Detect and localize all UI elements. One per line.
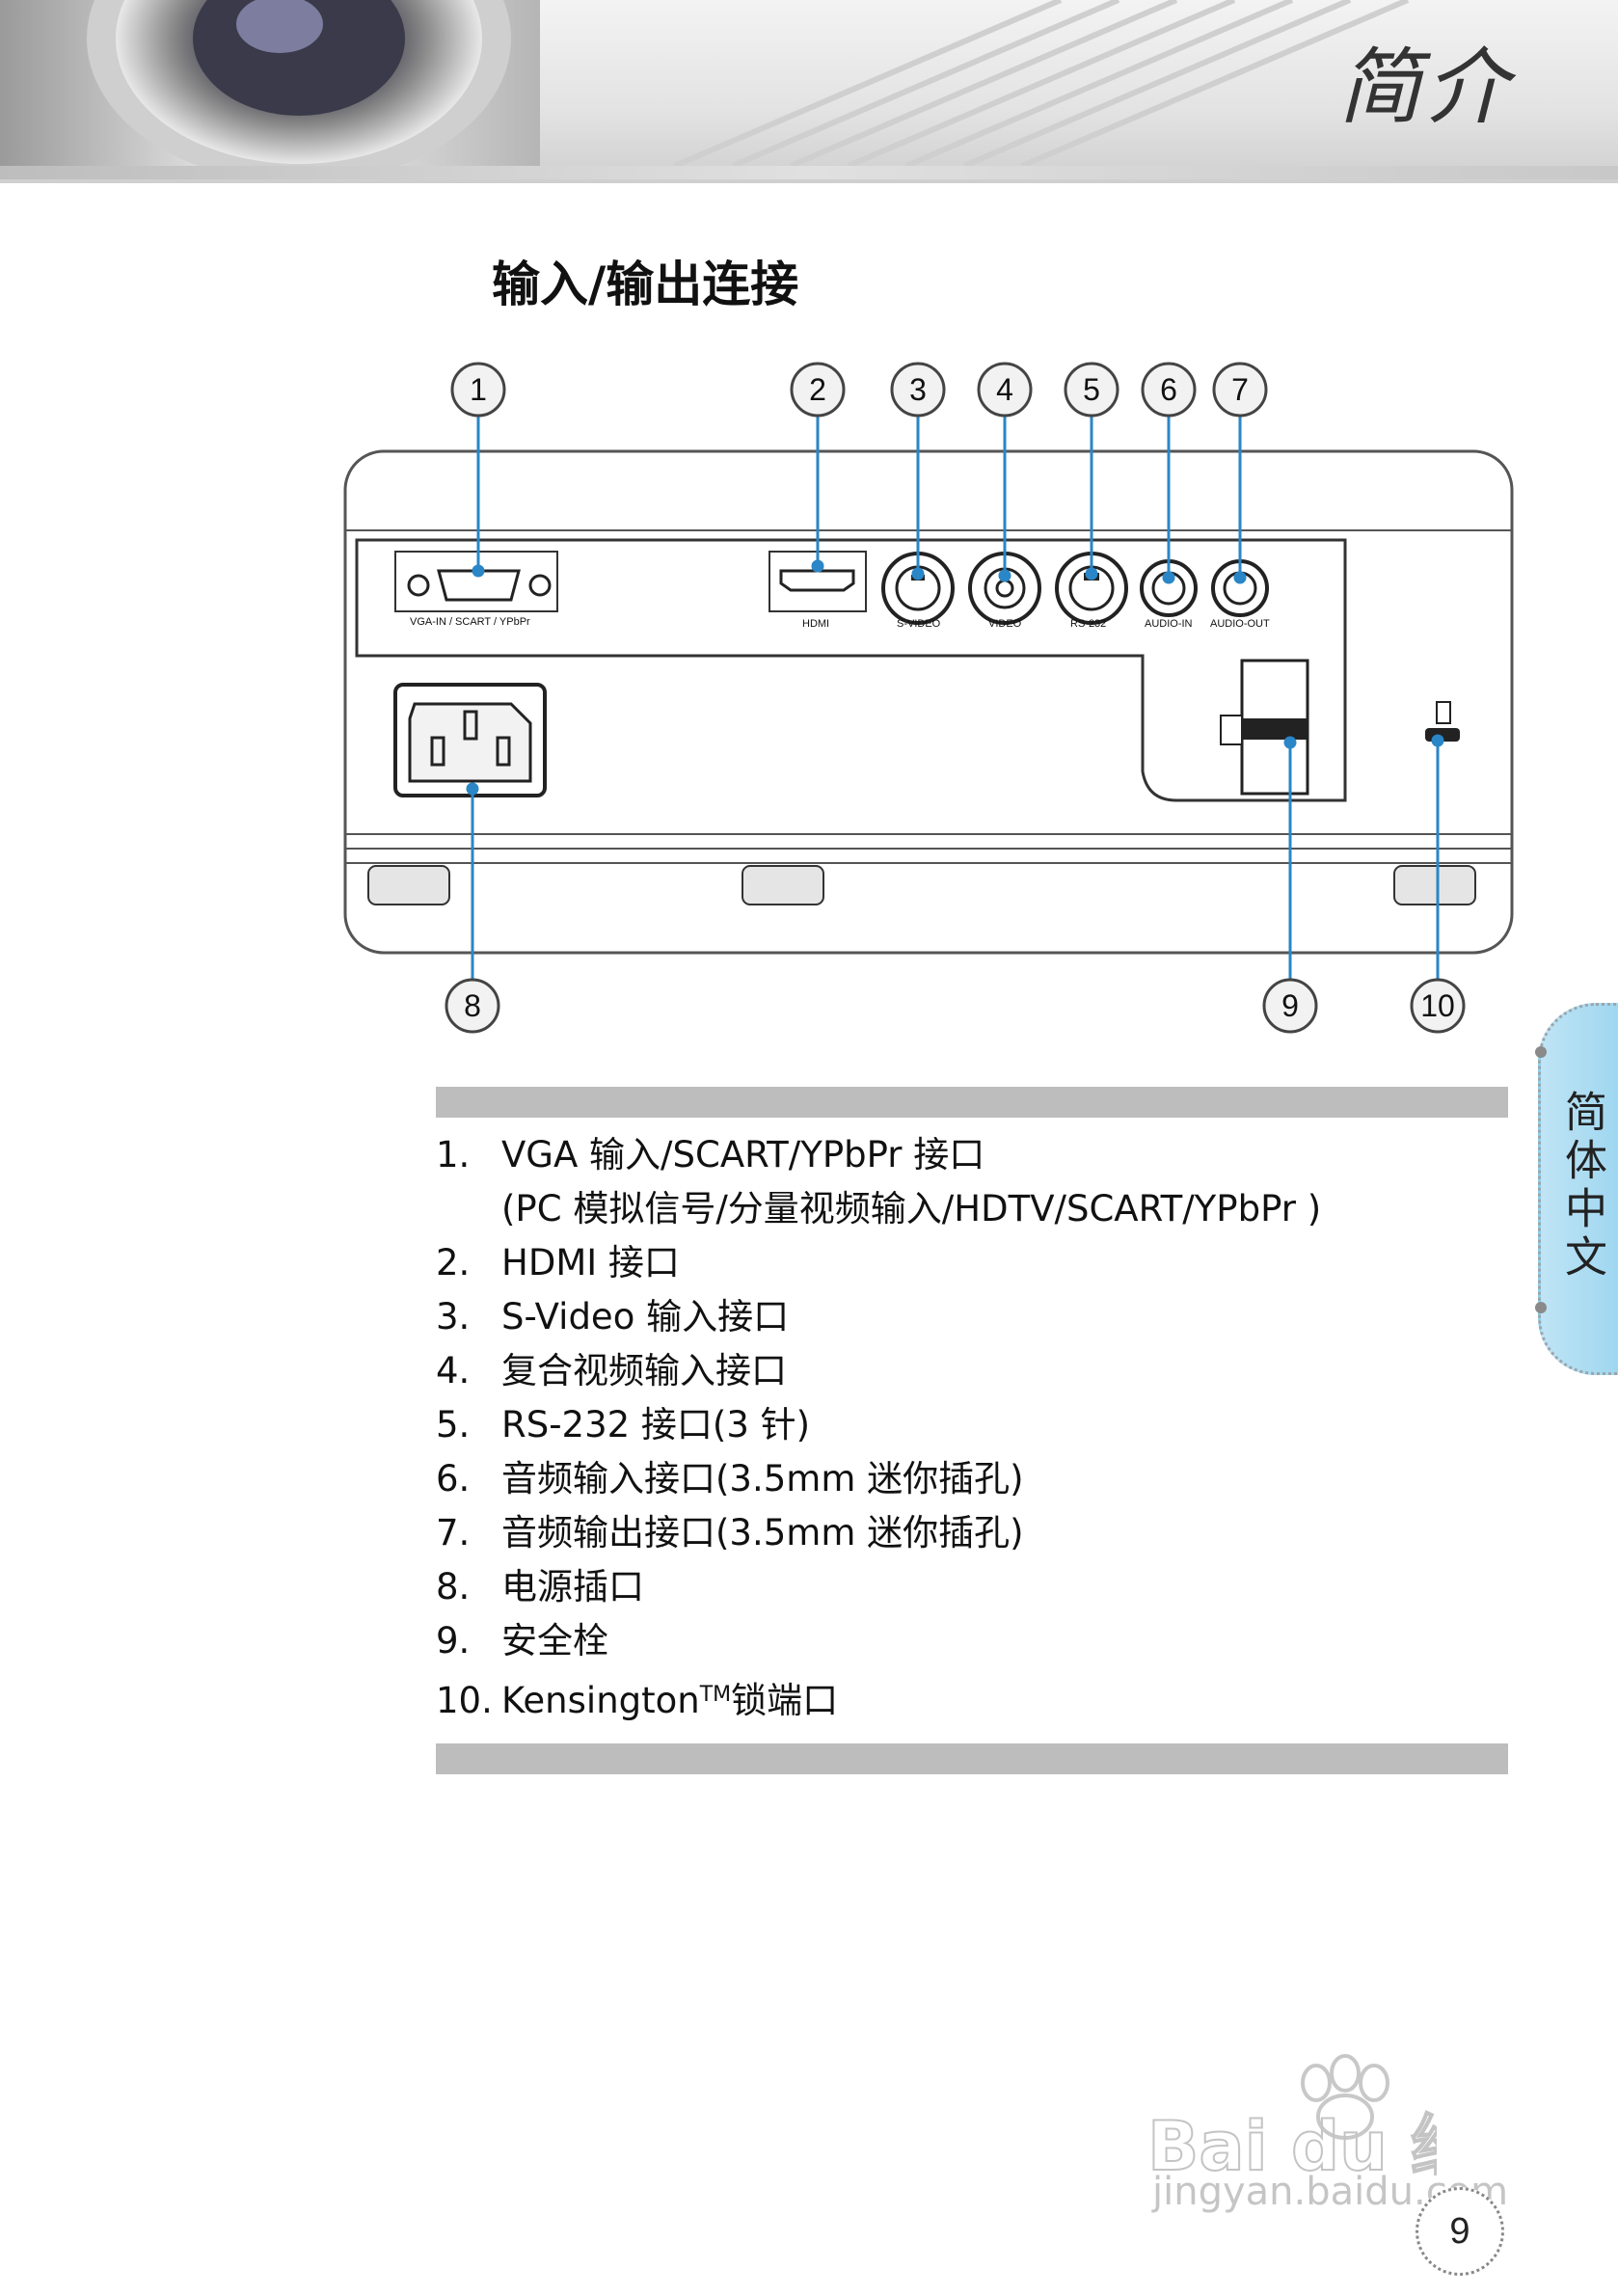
language-tab-label: 简体中文 <box>1557 1090 1606 1283</box>
vga-port-caption: VGA-IN / SCART / YPbPr <box>410 616 530 628</box>
callout-4: 4 <box>977 362 1033 418</box>
svg-text:3: 3 <box>909 372 927 407</box>
trademark-mark: TM <box>699 1683 732 1707</box>
hdmi-port-caption: HDMI <box>802 618 829 630</box>
svideo-port-caption: S-VIDEO <box>897 618 941 630</box>
callout-markers: 1 2 3 4 5 6 7 8 9 10 <box>445 362 1466 1034</box>
callout-leader-lines <box>466 405 1444 1008</box>
legend-item-9: 9.安全栓 <box>436 1620 608 1661</box>
callout-1: 1 <box>450 362 506 418</box>
projector-feet <box>367 865 1476 905</box>
legend-item-7: 7.音频输出接口(3.5mm 迷你插孔) <box>436 1512 1024 1553</box>
page-header: 简介 <box>0 0 1618 183</box>
svg-text:10: 10 <box>1420 988 1455 1023</box>
callout-2: 2 <box>790 362 846 418</box>
video-port-caption: VIDEO <box>988 618 1022 630</box>
legend-top-bar <box>436 1087 1508 1118</box>
header-divider-bar <box>0 166 1618 179</box>
baidu-paw-watermark: Bai du 经验 <box>1147 2054 1437 2179</box>
rear-panel-diagram: VGA-IN / SCART / YPbPr HDMI S-VIDEO VIDE… <box>343 362 1514 1034</box>
page-title: 简介 <box>1338 40 1512 136</box>
svg-text:5: 5 <box>1083 372 1100 407</box>
callout-6: 6 <box>1141 362 1197 418</box>
port-legend-list: 1.VGA 输入/SCART/YPbPr 接口 (PC 模拟信号/分量视频输入/… <box>436 1128 1497 1722</box>
callout-10: 10 <box>1410 978 1466 1034</box>
legend-item-8: 8.电源插口 <box>436 1566 644 1607</box>
callout-8: 8 <box>445 978 500 1034</box>
legend-item-4: 4.复合视频输入接口 <box>436 1350 787 1391</box>
svg-text:7: 7 <box>1231 372 1249 407</box>
legend-item-5: 5.RS-232 接口(3 针) <box>436 1404 811 1445</box>
callout-3: 3 <box>890 362 946 418</box>
svg-text:1: 1 <box>470 372 487 407</box>
legend-item-6: 6.音频输入接口(3.5mm 迷你插孔) <box>436 1458 1024 1499</box>
legend-bottom-bar <box>436 1743 1508 1774</box>
callout-5: 5 <box>1064 362 1119 418</box>
io-panel-outline <box>355 538 1347 802</box>
power-socket <box>393 683 547 797</box>
section-heading: 输入/输出连接 <box>492 257 799 312</box>
audio-out-port: AUDIO-OUT <box>1210 559 1270 630</box>
watermark-brand: Bai du 经验 <box>1147 2107 1437 2179</box>
audio-out-port-caption: AUDIO-OUT <box>1210 618 1270 630</box>
legend-item-1-detail: (PC 模拟信号/分量视频输入/HDTV/SCART/YPbPr ) <box>501 1188 1322 1229</box>
legend-item-10: 10.KensingtonTM锁端口 <box>436 1680 839 1721</box>
svg-text:4: 4 <box>996 372 1013 407</box>
svg-text:2: 2 <box>809 372 826 407</box>
svg-text:6: 6 <box>1160 372 1177 407</box>
audio-in-port-caption: AUDIO-IN <box>1145 618 1193 630</box>
svg-text:8: 8 <box>464 988 481 1023</box>
vga-port: VGA-IN / SCART / YPbPr <box>394 551 558 628</box>
legend-item-3: 3.S-Video 输入接口 <box>436 1296 790 1337</box>
side-tab-dot-top <box>1535 1046 1547 1058</box>
side-tab-dot-bottom <box>1535 1302 1547 1313</box>
svg-text:9: 9 <box>1281 988 1299 1023</box>
legend-item-1: 1.VGA 输入/SCART/YPbPr 接口 <box>436 1134 985 1175</box>
projector-lens-graphic <box>0 0 1410 183</box>
rs232-port-caption: RS-232 <box>1070 618 1106 630</box>
legend-item-2: 2.HDMI 接口 <box>436 1242 680 1283</box>
security-bar <box>1220 659 1309 796</box>
callout-9: 9 <box>1262 978 1318 1034</box>
callout-7: 7 <box>1212 362 1268 418</box>
page-number: 9 <box>1449 2211 1470 2252</box>
page-number-circle <box>1416 2187 1504 2276</box>
hdmi-port: HDMI <box>769 551 867 630</box>
